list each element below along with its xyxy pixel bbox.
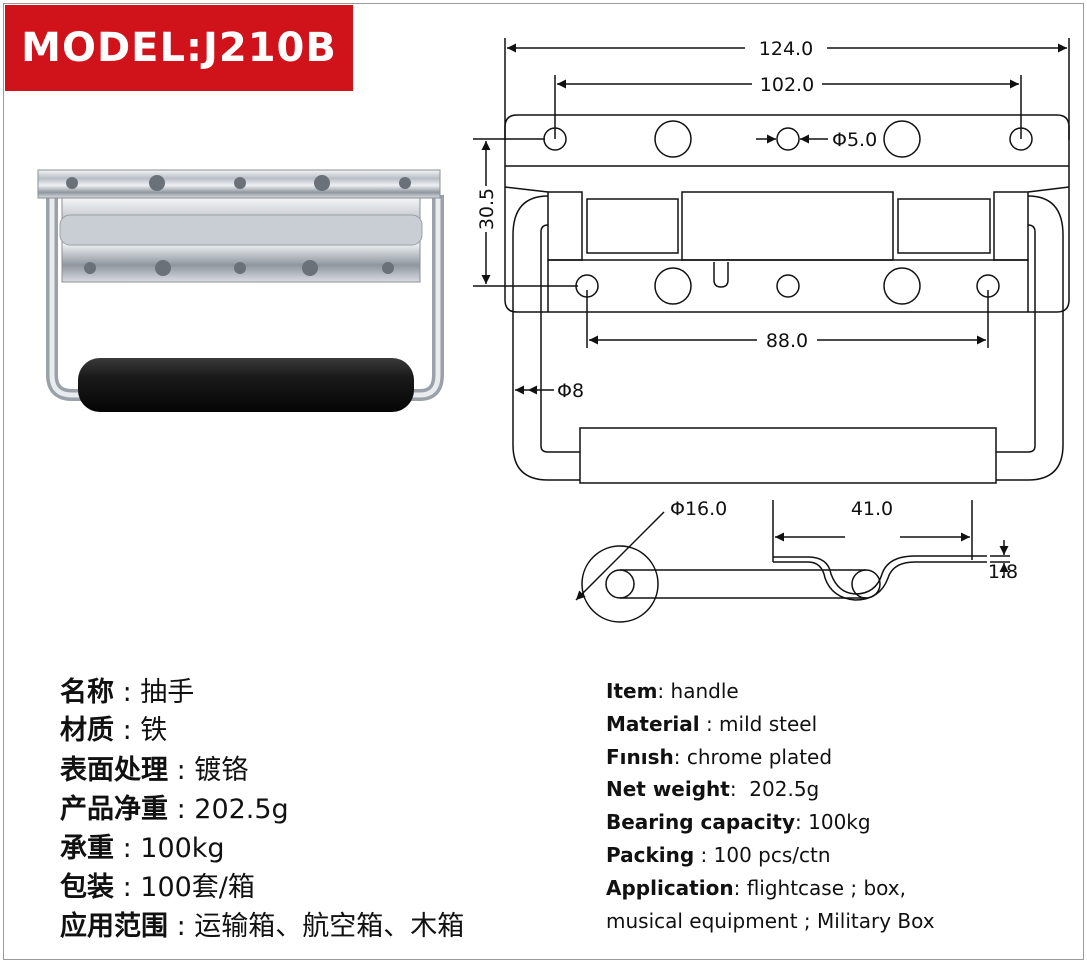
spec-value: 镀铬 <box>194 755 249 786</box>
spec-cn-row: 材质 : 铁 <box>60 715 168 746</box>
spec-en-row: Bearing capacity: 100kg <box>606 810 871 834</box>
spec-value: mild steel <box>719 712 818 736</box>
dim-thickness: 1.8 <box>988 561 1018 583</box>
spec-en-row: Packing : 100 pcs/ctn <box>606 843 831 867</box>
spec-value: flightcase ; box, <box>746 876 906 900</box>
spec-value: 100套/箱 <box>140 872 255 903</box>
dim-hole-spacing-bottom: 88.0 <box>766 330 808 352</box>
spec-label: Packing <box>606 843 695 867</box>
spec-value: 100kg <box>808 810 871 834</box>
spec-value: 100kg <box>140 833 225 864</box>
spec-value: 抽手 <box>140 677 195 708</box>
spec-cn-row: 承重 : 100kg <box>60 833 225 864</box>
spec-label: Net weight <box>606 777 730 801</box>
spec-label: Item <box>606 679 658 703</box>
dim-hole-spacing-top: 102.0 <box>760 74 814 96</box>
spec-cn-row: 表面处理 : 镀铬 <box>60 755 249 786</box>
spec-en-row: Item: handle <box>606 679 739 703</box>
dim-overall-width: 124.0 <box>759 38 813 60</box>
spec-label: 应用范围 <box>60 911 168 942</box>
spec-label: Material <box>606 712 700 736</box>
dim-grip-diameter: Φ16.0 <box>670 498 727 520</box>
spec-cn-row: 应用范围 : 运输箱、航空箱、木箱 <box>60 911 465 942</box>
spec-label: 包装 <box>60 872 114 903</box>
spec-label: Fınısh <box>606 745 674 769</box>
spec-cn-row: 产品净重 : 202.5g <box>60 794 289 825</box>
spec-value: 运输箱、航空箱、木箱 <box>194 911 465 942</box>
spec-label: 材质 <box>60 715 114 746</box>
spec-value: chrome plated <box>686 745 833 769</box>
spec-label: Bearing capacity <box>606 810 796 834</box>
spec-value: 202.5g <box>194 794 289 825</box>
spec-en-continuation: musical equipment ; Military Box <box>606 909 935 933</box>
spec-label: 承重 <box>60 833 114 864</box>
spec-label: 表面处理 <box>60 755 168 786</box>
spec-value: 202.5g <box>749 777 820 801</box>
spec-en-row: Material : mild steel <box>606 712 818 736</box>
spec-cn-row: 名称 : 抽手 <box>60 677 195 708</box>
spec-en-row: Net weight: 202.5g <box>606 777 820 801</box>
spec-value: 铁 <box>140 715 168 746</box>
spec-en-row: Fınısh: chrome plated <box>606 745 833 769</box>
spec-label: Application <box>606 876 734 900</box>
dim-hole-diameter: Φ5.0 <box>832 129 877 151</box>
spec-label: 产品净重 <box>60 794 168 825</box>
spec-cn-row: 包装 : 100套/箱 <box>60 872 255 903</box>
spec-label: 名称 <box>60 677 114 708</box>
dim-side-length: 41.0 <box>851 498 893 520</box>
dim-wire-diameter: Φ8 <box>557 380 584 402</box>
model-title: MODEL:J210B <box>5 5 353 91</box>
page-border <box>3 3 1084 960</box>
spec-en-row: Application: flightcase ; box, <box>606 876 906 900</box>
dim-height: 30.5 <box>476 188 498 230</box>
spec-value: handle <box>670 679 739 703</box>
spec-value: 100 pcs/ctn <box>713 843 831 867</box>
